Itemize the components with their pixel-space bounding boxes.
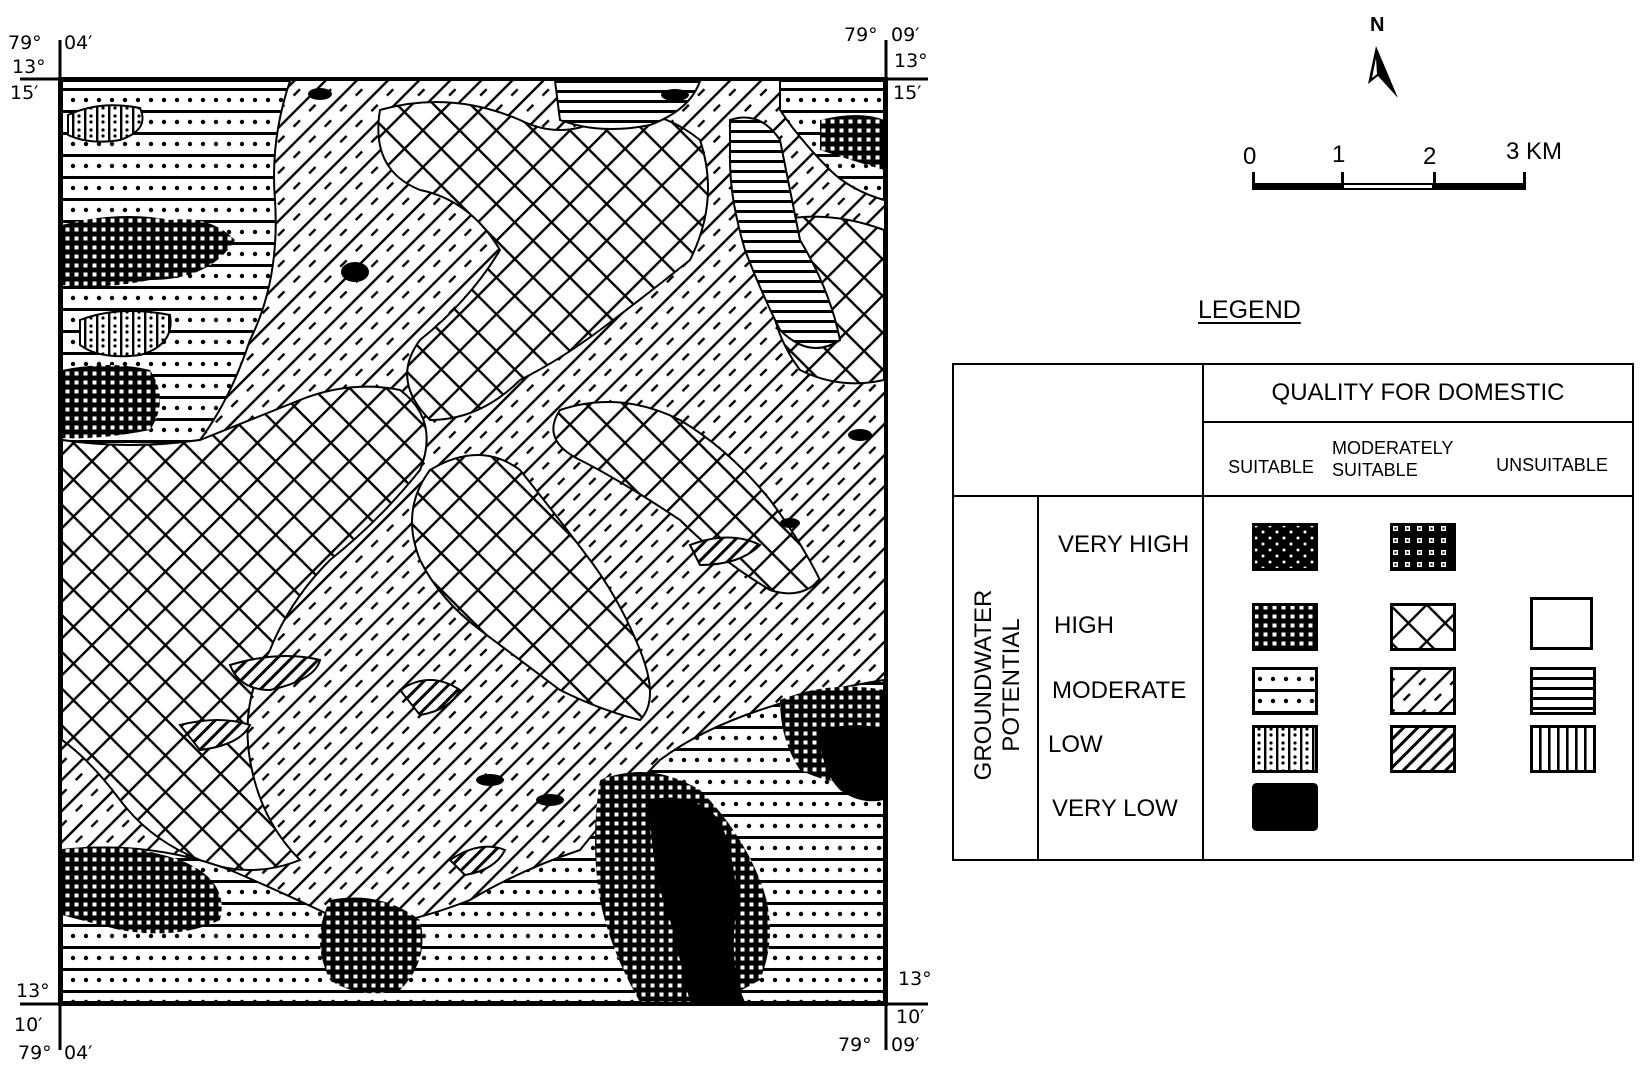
row-label-low: LOW xyxy=(1048,731,1103,758)
coord-top-right-lon: 79° xyxy=(844,24,878,46)
north-arrow-icon xyxy=(1368,46,1398,98)
swatch-low-unsuitable xyxy=(1530,725,1596,773)
row-label-very-low: VERY LOW xyxy=(1052,795,1178,822)
swatch-moderate-moderately-suitable xyxy=(1390,667,1456,715)
coord-top-right-lon-min: 09′ xyxy=(891,24,920,46)
swatch-very-high-suitable xyxy=(1252,523,1318,571)
swatch-high-moderately-suitable xyxy=(1390,603,1456,651)
row-label-moderate: MODERATE xyxy=(1052,677,1187,704)
swatch-very-low-suitable xyxy=(1252,783,1318,831)
coord-bottom-right-lon: 79° xyxy=(838,1034,872,1056)
coord-bottom-right-lon-min: 09′ xyxy=(891,1034,920,1056)
north-label: N xyxy=(1370,14,1385,36)
swatch-high-suitable xyxy=(1252,603,1318,651)
coord-top-left-lat: 13° xyxy=(12,56,46,78)
coord-top-left-lon: 79° xyxy=(8,32,42,54)
legend-title: LEGEND xyxy=(1198,296,1301,324)
coord-bottom-left-lon: 79° xyxy=(18,1042,52,1064)
row-label-very-high: VERY HIGH xyxy=(1058,531,1190,558)
swatch-moderate-unsuitable xyxy=(1530,667,1596,715)
legend-table: QUALITY FOR DOMESTIC SUITABLE MODERATELY… xyxy=(952,363,1634,861)
coord-top-right-lat: 13° xyxy=(894,50,928,72)
coord-bottom-left-lat-min: 10′ xyxy=(14,1014,43,1036)
swatch-very-high-moderately-suitable xyxy=(1390,523,1456,571)
coord-bottom-left-lon-min: 04′ xyxy=(64,1042,93,1064)
map-border xyxy=(58,77,888,1006)
coord-top-right-lat-min: 15′ xyxy=(893,82,922,104)
coord-bottom-right-lat-min: 10′ xyxy=(896,1006,925,1028)
coord-top-left-lon-min: 04′ xyxy=(64,32,93,54)
scale-label-3km: 3 KM xyxy=(1506,138,1563,165)
col-header-moderately-suitable: MODERATELY SUITABLE xyxy=(1332,438,1454,480)
row-group-label: GROUNDWATER POTENTIAL xyxy=(970,589,1025,781)
scale-label-1: 1 xyxy=(1332,141,1346,168)
scale-label-2: 2 xyxy=(1423,143,1437,170)
swatch-high-unsuitable xyxy=(1530,597,1593,650)
col-header-suitable: SUITABLE xyxy=(1228,457,1314,477)
swatch-low-suitable xyxy=(1252,725,1318,773)
scale-label-0: 0 xyxy=(1243,143,1257,170)
col-header-unsuitable: UNSUITABLE xyxy=(1496,455,1608,475)
map-zones xyxy=(62,81,884,1002)
coord-bottom-right-lat: 13° xyxy=(898,968,932,990)
quality-header: QUALITY FOR DOMESTIC xyxy=(1271,379,1565,406)
swatch-moderate-suitable xyxy=(1252,667,1318,715)
scale-bar xyxy=(1252,172,1526,190)
coord-top-left-lat-min: 15′ xyxy=(10,82,39,104)
swatch-low-moderately-suitable xyxy=(1390,725,1456,773)
row-label-high: HIGH xyxy=(1054,612,1114,639)
coord-bottom-left-lat: 13° xyxy=(16,980,50,1002)
